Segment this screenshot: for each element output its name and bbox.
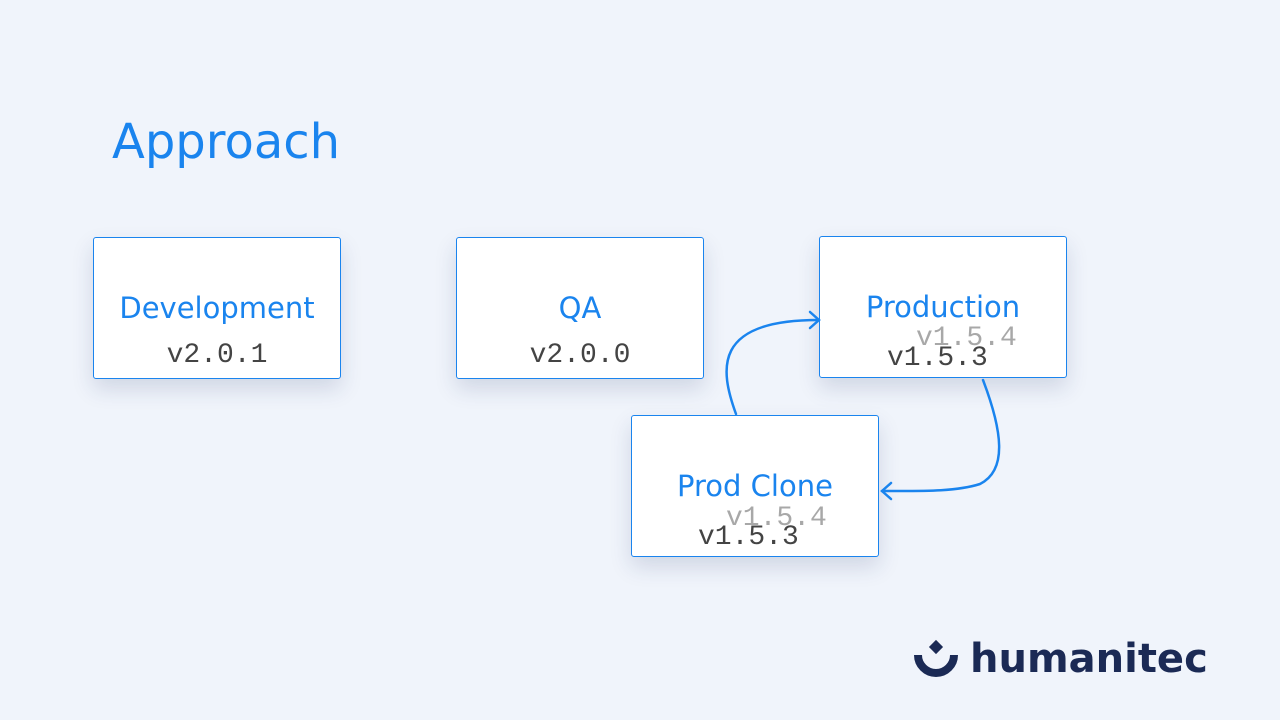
env-version: v2.0.0: [529, 340, 631, 371]
env-version: v2.0.1: [166, 340, 268, 371]
env-label: QA: [558, 291, 602, 325]
env-version: v1.5.3: [698, 522, 799, 553]
arrow-production-to-clone: [880, 378, 1001, 493]
page-title: Approach: [112, 114, 341, 170]
env-next-version: v1.5.4: [726, 503, 827, 534]
env-development: Development v2.0.1: [93, 237, 341, 379]
arrowhead: [808, 310, 821, 330]
env-label: Production: [865, 290, 1021, 324]
logo-icon: [914, 639, 958, 677]
arrowhead: [880, 481, 893, 501]
env-prod-clone: Prod Clone v1.5.4 v1.5.3: [631, 415, 879, 557]
env-version: v1.5.3: [887, 343, 988, 374]
logo-text: humanitec: [970, 636, 1208, 682]
env-next-version: v1.5.4: [916, 323, 1017, 354]
arrow-clone-to-production: [725, 318, 820, 416]
env-label: Prod Clone: [677, 469, 833, 503]
env-qa: QA v2.0.0: [456, 237, 704, 379]
env-production: Production v1.5.4 v1.5.3: [819, 236, 1067, 378]
env-label: Development: [119, 291, 315, 325]
humanitec-logo: humanitec: [912, 636, 1208, 682]
